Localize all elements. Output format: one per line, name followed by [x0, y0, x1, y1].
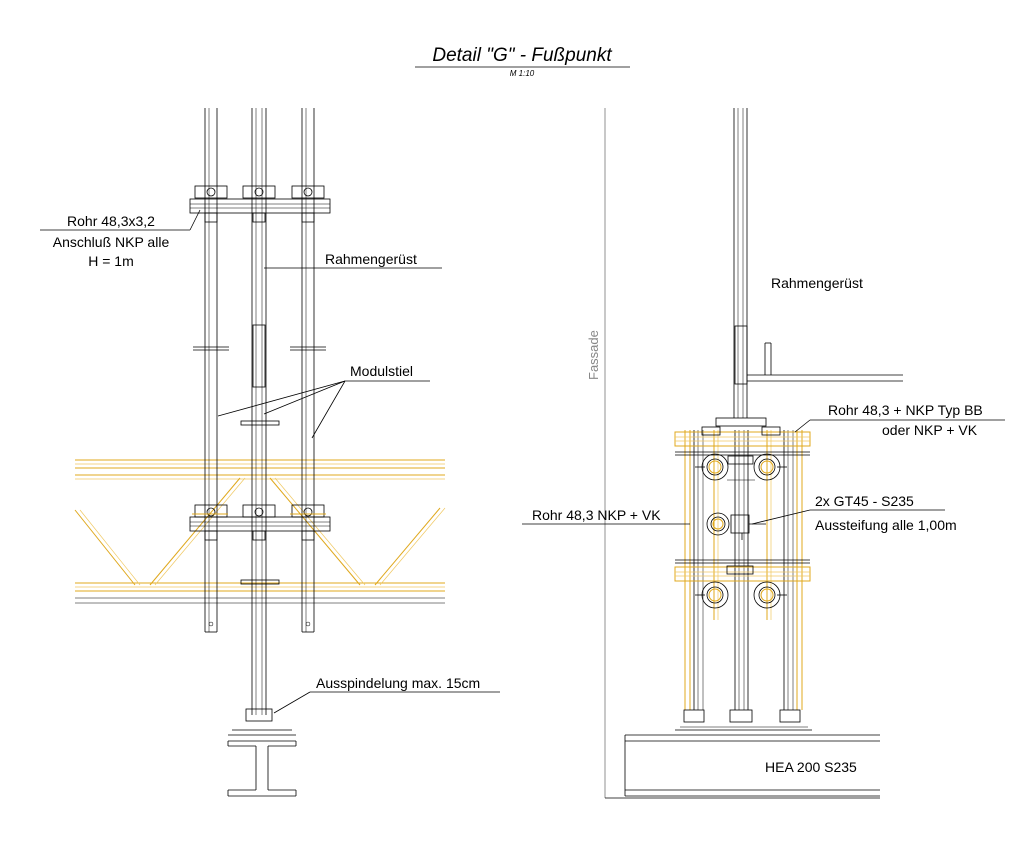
middle-coupler: [706, 512, 766, 540]
title-block: Detail "G" - Fußpunkt M 1:10: [415, 45, 630, 78]
upper-couplers: [695, 453, 787, 481]
drawing-scale: M 1:10: [510, 69, 535, 78]
label-hea: HEA 200 S235: [765, 759, 857, 775]
label-nkp-bb-line1: Rohr 48,3 + NKP Typ BB: [828, 402, 983, 418]
upper-coupler-row: [189, 185, 331, 223]
right-annotations: Rahmengerüst Rohr 48,3 + NKP Typ BB oder…: [522, 275, 1005, 775]
right-view: Fassade: [522, 108, 1005, 799]
right-upper-standard: [715, 108, 903, 427]
left-annotations: Rohr 48,3x3,2 Anschluß NKP alle H = 1m R…: [40, 209, 500, 714]
label-rohr-line3: H = 1m: [88, 253, 134, 269]
label-nkp-bb-line2: oder NKP + VK: [882, 422, 978, 438]
label-rahmengeruest-left: Rahmengerüst: [325, 251, 417, 267]
lower-ledger-band: [674, 559, 811, 582]
left-view: Rohr 48,3x3,2 Anschluß NKP alle H = 1m R…: [40, 108, 500, 797]
hea-beam: [605, 734, 880, 799]
drawing-title: Detail "G" - Fußpunkt: [432, 45, 612, 66]
right-tower-verticals: [684, 430, 803, 710]
label-rahmengeruest-right: Rahmengerüst: [771, 275, 863, 291]
i-beam-section: [227, 740, 297, 797]
lower-coupler-row: [189, 504, 331, 541]
label-rohr-line2: Anschluß NKP alle: [53, 234, 170, 250]
lower-couplers: [695, 581, 787, 609]
label-modulstiel: Modulstiel: [350, 363, 413, 379]
upper-ledger-band: [674, 426, 811, 456]
right-base-jacks: [675, 709, 812, 731]
label-rohr-line1: Rohr 48,3x3,2: [67, 213, 155, 229]
label-gt45-line1: 2x GT45 - S235: [815, 493, 914, 509]
base-jack: [228, 708, 296, 736]
label-rohr-vk: Rohr 48,3 NKP + VK: [532, 507, 661, 523]
middle-clamps: [193, 346, 326, 585]
label-fassade: Fassade: [586, 330, 601, 380]
lattice-girder: [74, 459, 446, 604]
label-gt45-line2: Aussteifung alle 1,00m: [815, 517, 957, 533]
label-ausspindelung: Ausspindelung max. 15cm: [316, 675, 480, 691]
